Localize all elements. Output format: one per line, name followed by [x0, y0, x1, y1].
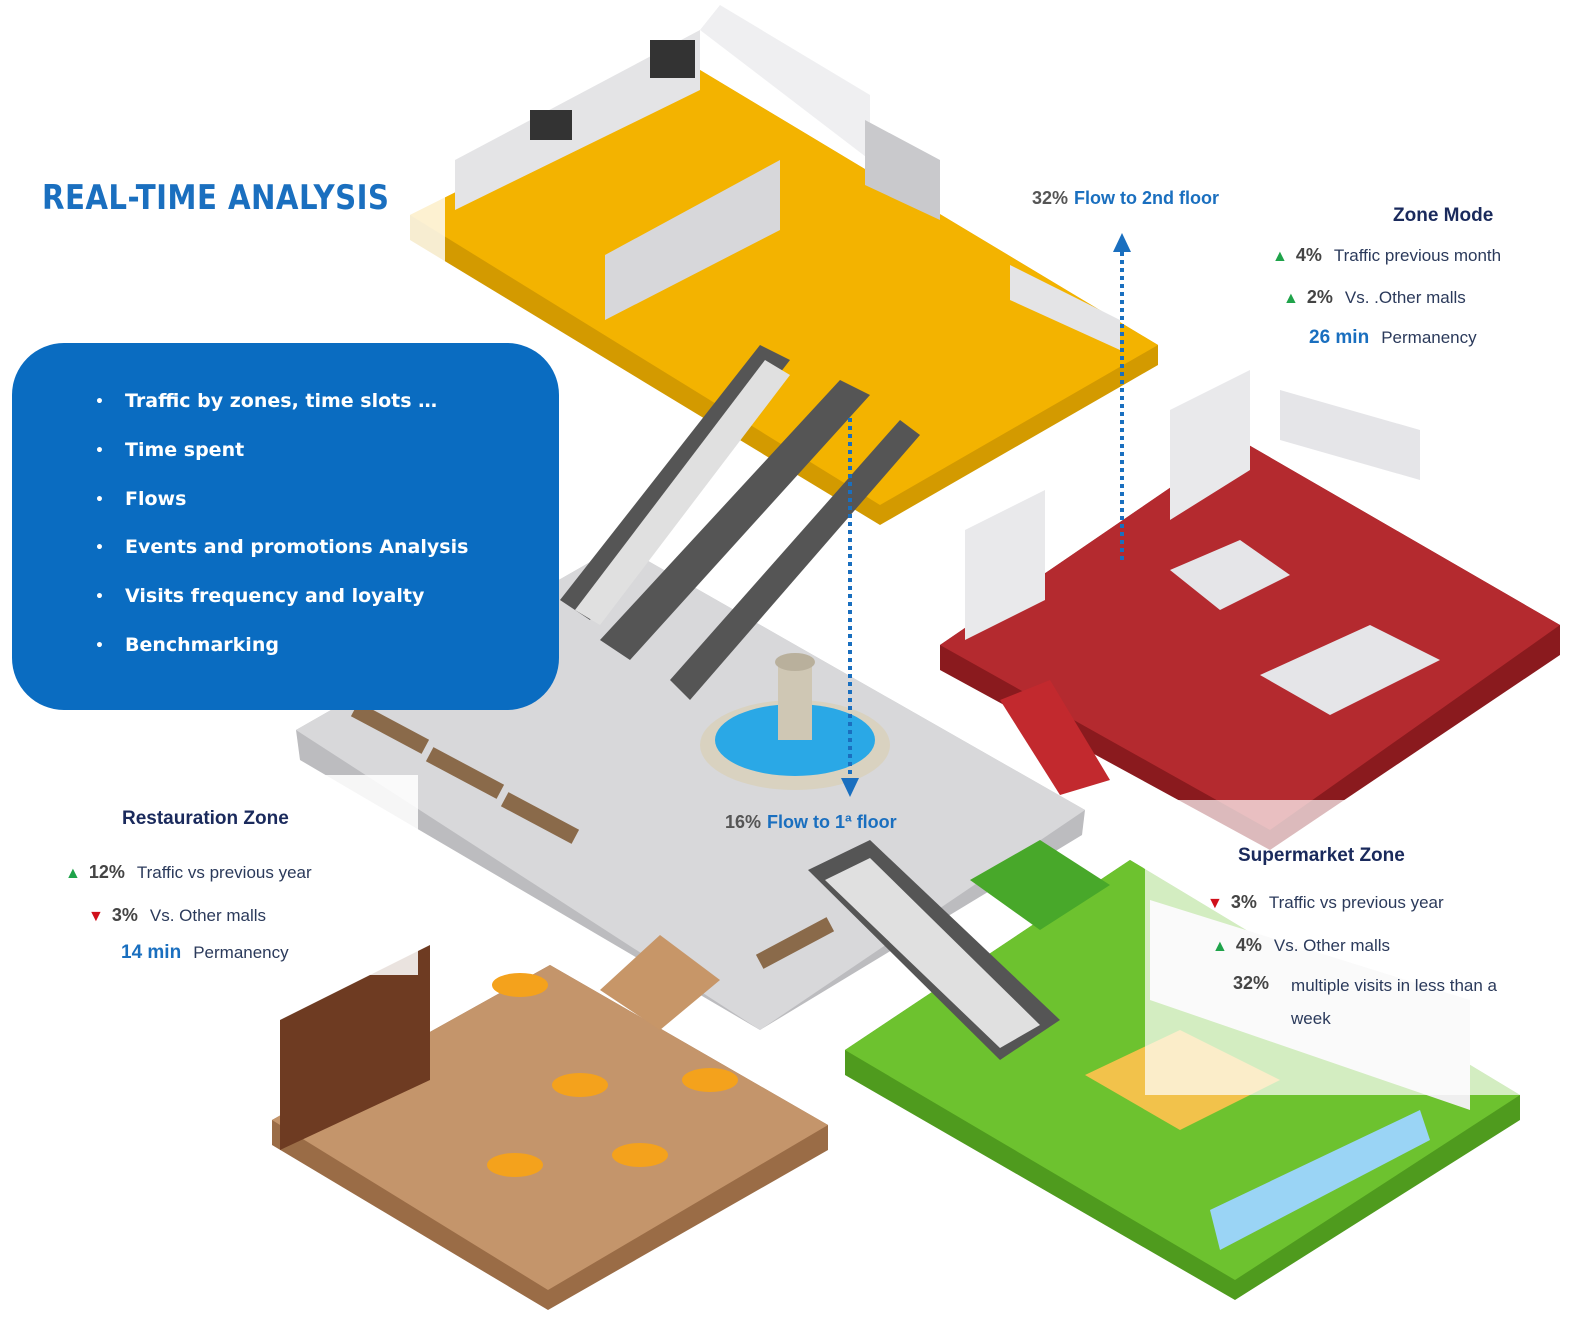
flow-up-label: 32%Flow to 2nd floor	[1032, 188, 1220, 208]
feature-item: •Events and promotions Analysis	[95, 536, 469, 559]
bullet-icon: •	[95, 442, 104, 459]
restaurant-floor	[272, 935, 828, 1310]
restauration-zone-metric: ▲ 12% Traffic vs previous year	[65, 862, 312, 882]
flow-down-arrow	[841, 418, 859, 797]
electronics-floor	[410, 5, 1158, 525]
bullet-icon: •	[95, 540, 104, 557]
zone-mode-metric: ▲ 2% Vs. .Other malls	[1283, 287, 1466, 307]
zone-mode-title: Zone Mode	[1393, 205, 1494, 226]
bullet-icon: •	[95, 589, 104, 606]
feature-list-card	[12, 343, 559, 710]
restauration-zone-panel	[8, 775, 418, 975]
supermarket-zone-title: Supermarket Zone	[1238, 845, 1405, 866]
restauration-zone-title: Restauration Zone	[122, 808, 289, 829]
bullet-icon: •	[95, 637, 104, 654]
supermarket-zone-metric: ▼ 3% Traffic vs previous year	[1207, 892, 1444, 912]
escalators	[560, 345, 1060, 1060]
restauration-zone-metric: ▼ 3% Vs. Other malls	[88, 905, 267, 925]
supermarket-zone-metric: ▲ 4% Vs. Other malls	[1212, 935, 1391, 955]
feature-item: •Traffic by zones, time slots …	[95, 390, 438, 412]
up-triangle-icon: ▲	[1283, 290, 1299, 307]
feature-item: •Benchmarking	[95, 633, 279, 656]
zone-mode-metric: 26 min Permanency	[1309, 327, 1477, 348]
bullet-icon: •	[95, 491, 104, 508]
feature-list: •Traffic by zones, time slots … •Time sp…	[95, 390, 468, 683]
fountain	[700, 653, 890, 790]
up-triangle-icon: ▲	[65, 865, 81, 882]
supermarket-zone-panel	[1145, 800, 1525, 1095]
up-triangle-icon: ▲	[1272, 248, 1288, 265]
supermarket-zone-metric: 32% multiple visits in less than a week	[1233, 973, 1498, 1028]
zone-mode-metric: ▲ 4% Traffic previous month	[1272, 245, 1502, 265]
title-backdrop	[0, 105, 445, 280]
flow-down-label: 16%Flow to 1ª floor	[725, 812, 897, 832]
flow-up-arrow	[1113, 233, 1131, 560]
zone-mode-panel	[1258, 188, 1558, 368]
down-triangle-icon: ▼	[88, 908, 104, 925]
restauration-zone-metric: 14 min Permanency	[121, 942, 289, 963]
bullet-icon: •	[95, 394, 104, 410]
feature-item: •Visits frequency and loyalty	[95, 585, 425, 608]
benches	[350, 702, 835, 969]
up-triangle-icon: ▲	[1212, 938, 1228, 955]
down-triangle-icon: ▼	[1207, 895, 1223, 912]
feature-item: •Time spent	[95, 438, 245, 461]
feature-item: •Flows	[95, 487, 187, 510]
fashion-floor	[940, 370, 1560, 850]
page-title: REAL-TIME ANALYSIS	[42, 178, 390, 218]
